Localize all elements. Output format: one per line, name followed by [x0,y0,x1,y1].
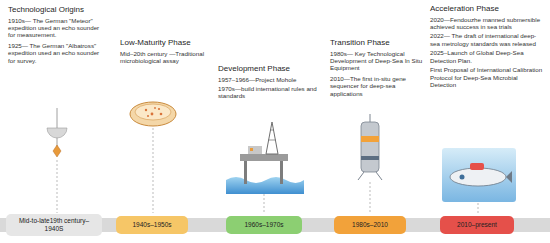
milestone-text: 1925— The German "Albatross" expedition … [8,42,99,64]
phase-heading: Development Phase [218,64,290,73]
milestone-text: 2010—The first in-situ gene sequencer fo… [330,75,406,97]
milestone-text: 1970s—build international rules and stan… [218,85,317,99]
petri-dish-icon [130,102,176,126]
milestone-text: 1910s— The German "Meteor" expedition us… [8,17,99,39]
milestone-text: 2020—Fendouzhe manned submersible achiev… [430,16,540,30]
phase-heading: Low-Maturity Phase [120,38,191,47]
phase-heading: Development Phase [218,64,318,74]
guide-lines [57,128,478,213]
in-situ-device-icon [358,114,382,180]
drilling-platform-icon [226,122,304,194]
milestone-text: Mid–20th century —Traditional microbiolo… [120,50,204,64]
period-label: 1980s–2010 [352,221,388,229]
timeline-segment: 1960s–1970s [226,216,302,234]
period-label: 1960s–1970s [244,221,283,229]
milestone-text: 1980s— Key Technological Development of … [330,50,426,72]
submersible-icon [442,148,516,202]
milestone-text: 2020—Fendouzhe manned submersible achiev… [430,16,544,31]
milestone-text: First Proposal of International Calibrat… [430,66,544,88]
milestone-text: 2010—The first in-situ gene sequencer fo… [330,75,426,97]
milestone-text: 2025–Launch of Global Deep-Sea Detection… [430,49,544,64]
milestone-text: 1980s— Key Technological Development of … [330,50,422,72]
milestone-text: 2022— The draft of international deep-se… [430,32,536,46]
milestone-text: 2022— The draft of international deep-se… [430,32,544,47]
period-label: 2010–present [457,221,497,229]
period-label: 1940s–1950s [132,221,171,229]
phase-heading: Low-Maturity Phase [120,38,220,48]
timeline-segment: 1940s–1950s [116,216,188,234]
milestone-text: 1925— The German "Albatross" expedition … [8,42,108,64]
phase-heading: Transition Phase [330,38,426,48]
milestone-text: 2025–Launch of Global Deep-Sea Detection… [430,49,524,63]
milestone-text: 1910s— The German "Meteor" expedition us… [8,17,108,39]
milestone-text: First Proposal of International Calibrat… [430,66,542,88]
period-label: Mid-to-late19th century–1940S [10,217,98,233]
milestone-text: 1970s—build international rules and stan… [218,85,318,100]
phase-heading: Acceleration Phase [430,4,544,14]
phase-heading: Acceleration Phase [430,4,499,13]
echo-sounder-icon [47,108,67,157]
phase-heading: Technological Origins [8,5,84,14]
timeline-segment: 2010–present [440,216,514,234]
milestone-text: 1957–1966—Project Mohole [218,76,318,83]
timeline-segment: 1980s–2010 [334,216,406,234]
milestone-text: 1957–1966—Project Mohole [218,76,296,83]
milestone-text: Mid–20th century —Traditional microbiolo… [120,50,218,65]
phase-heading: Transition Phase [330,38,390,47]
phase-heading: Technological Origins [8,5,112,15]
timeline-segment: Mid-to-late19th century–1940S [6,214,102,236]
